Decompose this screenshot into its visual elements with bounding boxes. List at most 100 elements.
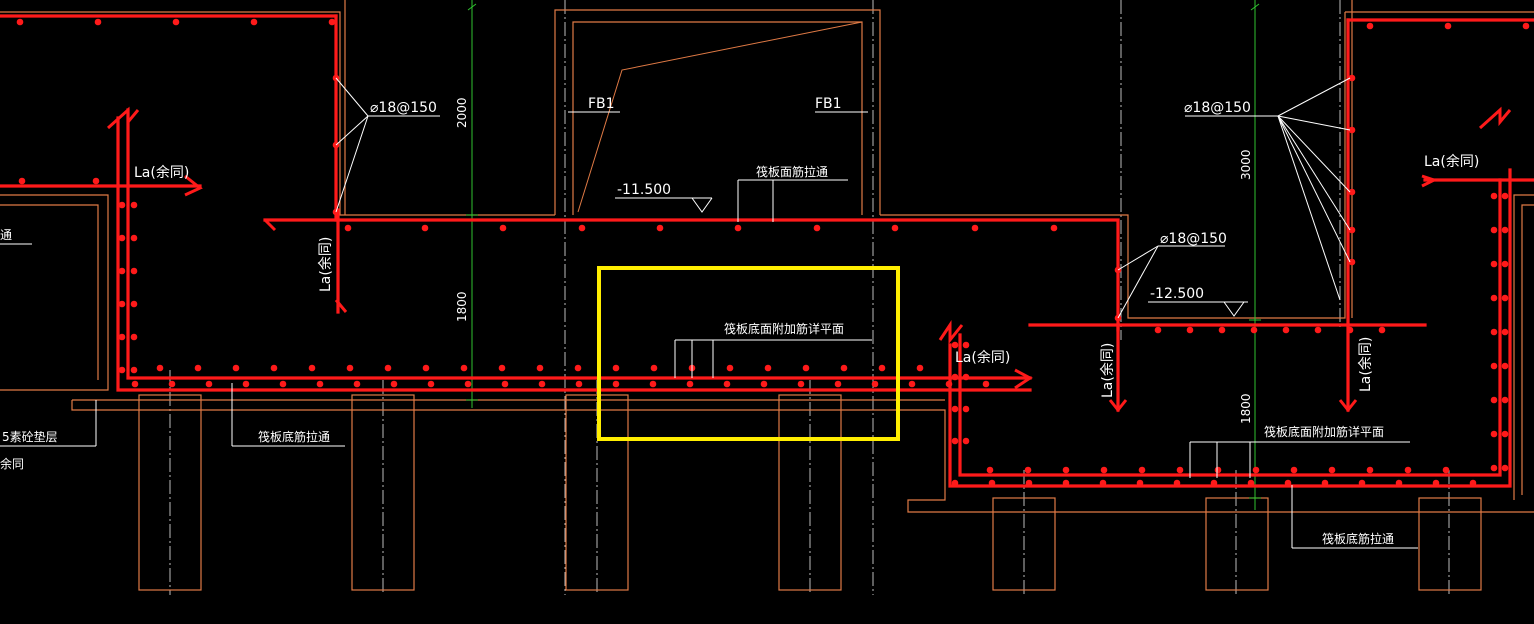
la-label-2: La(余同): [317, 237, 334, 292]
rebar-dot: [1490, 362, 1498, 370]
rebar-dot: [1490, 430, 1498, 438]
rebar-dot: [1490, 260, 1498, 268]
rebar-dot: [1348, 74, 1356, 82]
rebar-dot: [1247, 479, 1255, 487]
rebar-dot: [962, 437, 970, 445]
rebar-dot: [962, 373, 970, 381]
dimension-3000: 3000: [1239, 149, 1253, 180]
rebar-dot: [656, 224, 664, 232]
rebar-dot: [1050, 224, 1058, 232]
rebar-dot: [1348, 188, 1356, 196]
leader-lines: [0, 77, 1418, 549]
rebar-dot: [130, 366, 138, 374]
rebar-dot: [1395, 479, 1403, 487]
rebar-dot: [538, 380, 546, 388]
rebar-dot: [650, 364, 658, 372]
rebar-dot: [1346, 326, 1354, 334]
rebar-dot: [1252, 466, 1260, 474]
rebar-dot: [1501, 464, 1509, 472]
rebar-dot: [498, 364, 506, 372]
rebar-dot: [232, 364, 240, 372]
rebar-dot: [501, 380, 509, 388]
rebar-dot: [536, 364, 544, 372]
rebar-dot: [118, 234, 126, 242]
rebar-dot: [131, 380, 139, 388]
rebar-dot: [118, 333, 126, 341]
rebar-dot: [130, 267, 138, 275]
la-label-1: La(余同): [134, 164, 189, 181]
dimension-1800-left: 1800: [455, 291, 469, 322]
elevation-lower: -12.500: [1150, 286, 1204, 302]
rebar-dot: [130, 300, 138, 308]
rebar-dot: [871, 380, 879, 388]
rebar-dot: [891, 224, 899, 232]
rebar-dot: [834, 380, 842, 388]
rebar-dot: [1490, 396, 1498, 404]
rebar-dot: [1490, 226, 1498, 234]
rebar-dot: [1136, 479, 1144, 487]
rebar-dot: [908, 380, 916, 388]
rebar-dot: [270, 364, 278, 372]
bottom-rebar-through-right: 筏板底筋拉通: [1322, 531, 1394, 546]
rebar-dot: [1062, 479, 1070, 487]
rebar-dot: [1173, 479, 1181, 487]
rebar-dot: [760, 380, 768, 388]
rebar-dot: [951, 373, 959, 381]
rebar-dot: [1186, 326, 1194, 334]
rebar-dot: [1490, 328, 1498, 336]
rebar-dot: [1358, 479, 1366, 487]
rebar-dot: [460, 364, 468, 372]
rebar-dot: [328, 18, 336, 26]
rebar-dot: [813, 224, 821, 232]
rebar-dot: [250, 18, 258, 26]
rebar-dot: [390, 380, 398, 388]
rebar-dot: [242, 380, 250, 388]
rebar-dot: [279, 380, 287, 388]
rebar-dot: [1024, 466, 1032, 474]
rebar-spec-left: ⌀18@150: [370, 100, 437, 116]
rebar-dot: [951, 405, 959, 413]
la-label-4: La(余同): [1357, 337, 1374, 392]
rebar-dot: [982, 380, 990, 388]
rebar-dot: [118, 201, 126, 209]
rebar-dot: [1250, 326, 1258, 334]
rebar-dot: [951, 437, 959, 445]
rebar-dot: [797, 380, 805, 388]
rebar-dot: [1314, 326, 1322, 334]
rebar-dot: [1432, 479, 1440, 487]
rebar-dot: [1138, 466, 1146, 474]
rebar-dot: [1404, 466, 1412, 474]
rebar-dot: [686, 380, 694, 388]
rebar-dot: [1348, 126, 1356, 134]
rebar-dot: [1348, 226, 1356, 234]
rebar-dot: [988, 479, 996, 487]
highlight-box: [597, 266, 900, 441]
cut-text-3: 余同: [0, 456, 24, 471]
rebar-dot: [464, 380, 472, 388]
rebar-dot: [427, 380, 435, 388]
rebar-dot: [971, 224, 979, 232]
rebar-dot: [916, 364, 924, 372]
rebar-dot: [1442, 466, 1450, 474]
rebar-dot: [1501, 430, 1509, 438]
rebar-dot: [499, 224, 507, 232]
rebar-dot: [16, 18, 24, 26]
rebar-dot: [130, 333, 138, 341]
la-label-5: La(余同): [955, 349, 1010, 366]
rebar-dot: [384, 364, 392, 372]
cut-text-1: 通: [0, 228, 12, 242]
rebar-dot: [1284, 479, 1292, 487]
rebar-dot: [346, 364, 354, 372]
rebar-dot: [1210, 479, 1218, 487]
rebar-dot: [205, 380, 213, 388]
rebar-dot: [1218, 326, 1226, 334]
rebar-dot: [344, 224, 352, 232]
rebar-dot: [168, 380, 176, 388]
rebar-dot: [945, 380, 953, 388]
rebar-dot: [18, 177, 26, 185]
rebar-dot: [726, 364, 734, 372]
rebar-dot: [130, 201, 138, 209]
rebar-dot: [612, 364, 620, 372]
rebar-dot: [1490, 294, 1498, 302]
rebar-dot: [764, 364, 772, 372]
